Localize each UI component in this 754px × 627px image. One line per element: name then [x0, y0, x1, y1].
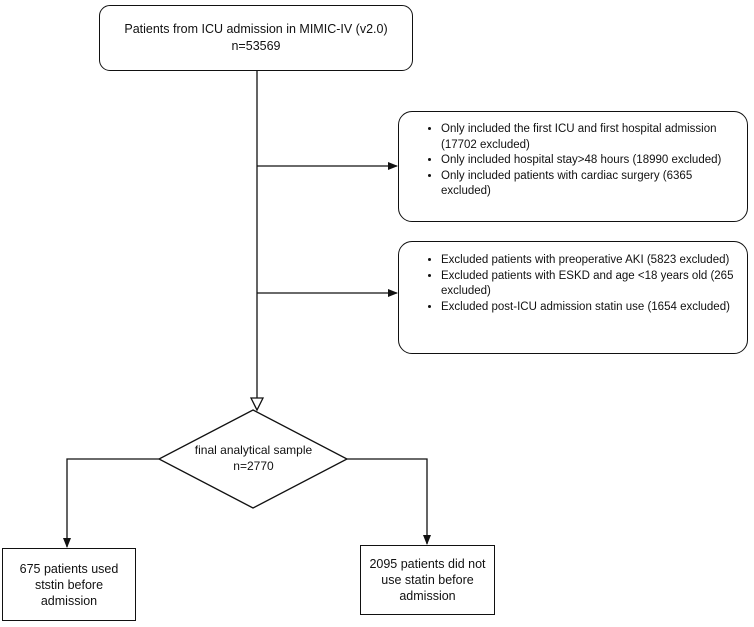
branch-line-left-outcome	[63, 458, 159, 548]
exclusion-2-item: Excluded patients with ESKD and age <18 …	[441, 269, 737, 300]
decision-label: final analytical sample n=2770	[160, 438, 347, 478]
exclusion-2-item: Excluded post-ICU admission statin use (…	[441, 300, 737, 316]
main-flow-arrowhead	[249, 397, 265, 412]
start-node-count: n=53569	[231, 39, 281, 53]
exclusion-1-item: Only included hospital stay>48 hours (18…	[441, 153, 737, 169]
decision-count: n=2770	[233, 459, 274, 473]
outcome-statin-users: 675 patients used ststin before admissio…	[2, 548, 136, 621]
exclusion-box-1: Only included the first ICU and first ho…	[398, 111, 748, 222]
exclusion-2-item: Excluded patients with preoperative AKI …	[441, 253, 737, 269]
exclusion-1-item: Only included the first ICU and first ho…	[441, 122, 737, 153]
start-node: Patients from ICU admission in MIMIC-IV …	[99, 5, 413, 71]
exclusion-list-1: Only included the first ICU and first ho…	[399, 122, 737, 200]
exclusion-1-item: Only included patients with cardiac surg…	[441, 169, 737, 200]
branch-line-right-outcome	[347, 458, 431, 545]
decision-diamond	[157, 409, 349, 509]
decision-title: final analytical sample	[194, 443, 313, 457]
outcome-statin-users-text: 675 patients used ststin before admissio…	[19, 561, 119, 608]
exclusion-list-2: Excluded patients with preoperative AKI …	[399, 253, 737, 315]
outcome-statin-non-users: 2095 patients did not use statin before …	[360, 545, 495, 615]
start-node-title: Patients from ICU admission in MIMIC-IV …	[124, 22, 388, 36]
exclusion-box-2: Excluded patients with preoperative AKI …	[398, 241, 748, 354]
outcome-statin-non-users-text: 2095 patients did not use statin before …	[369, 557, 486, 603]
